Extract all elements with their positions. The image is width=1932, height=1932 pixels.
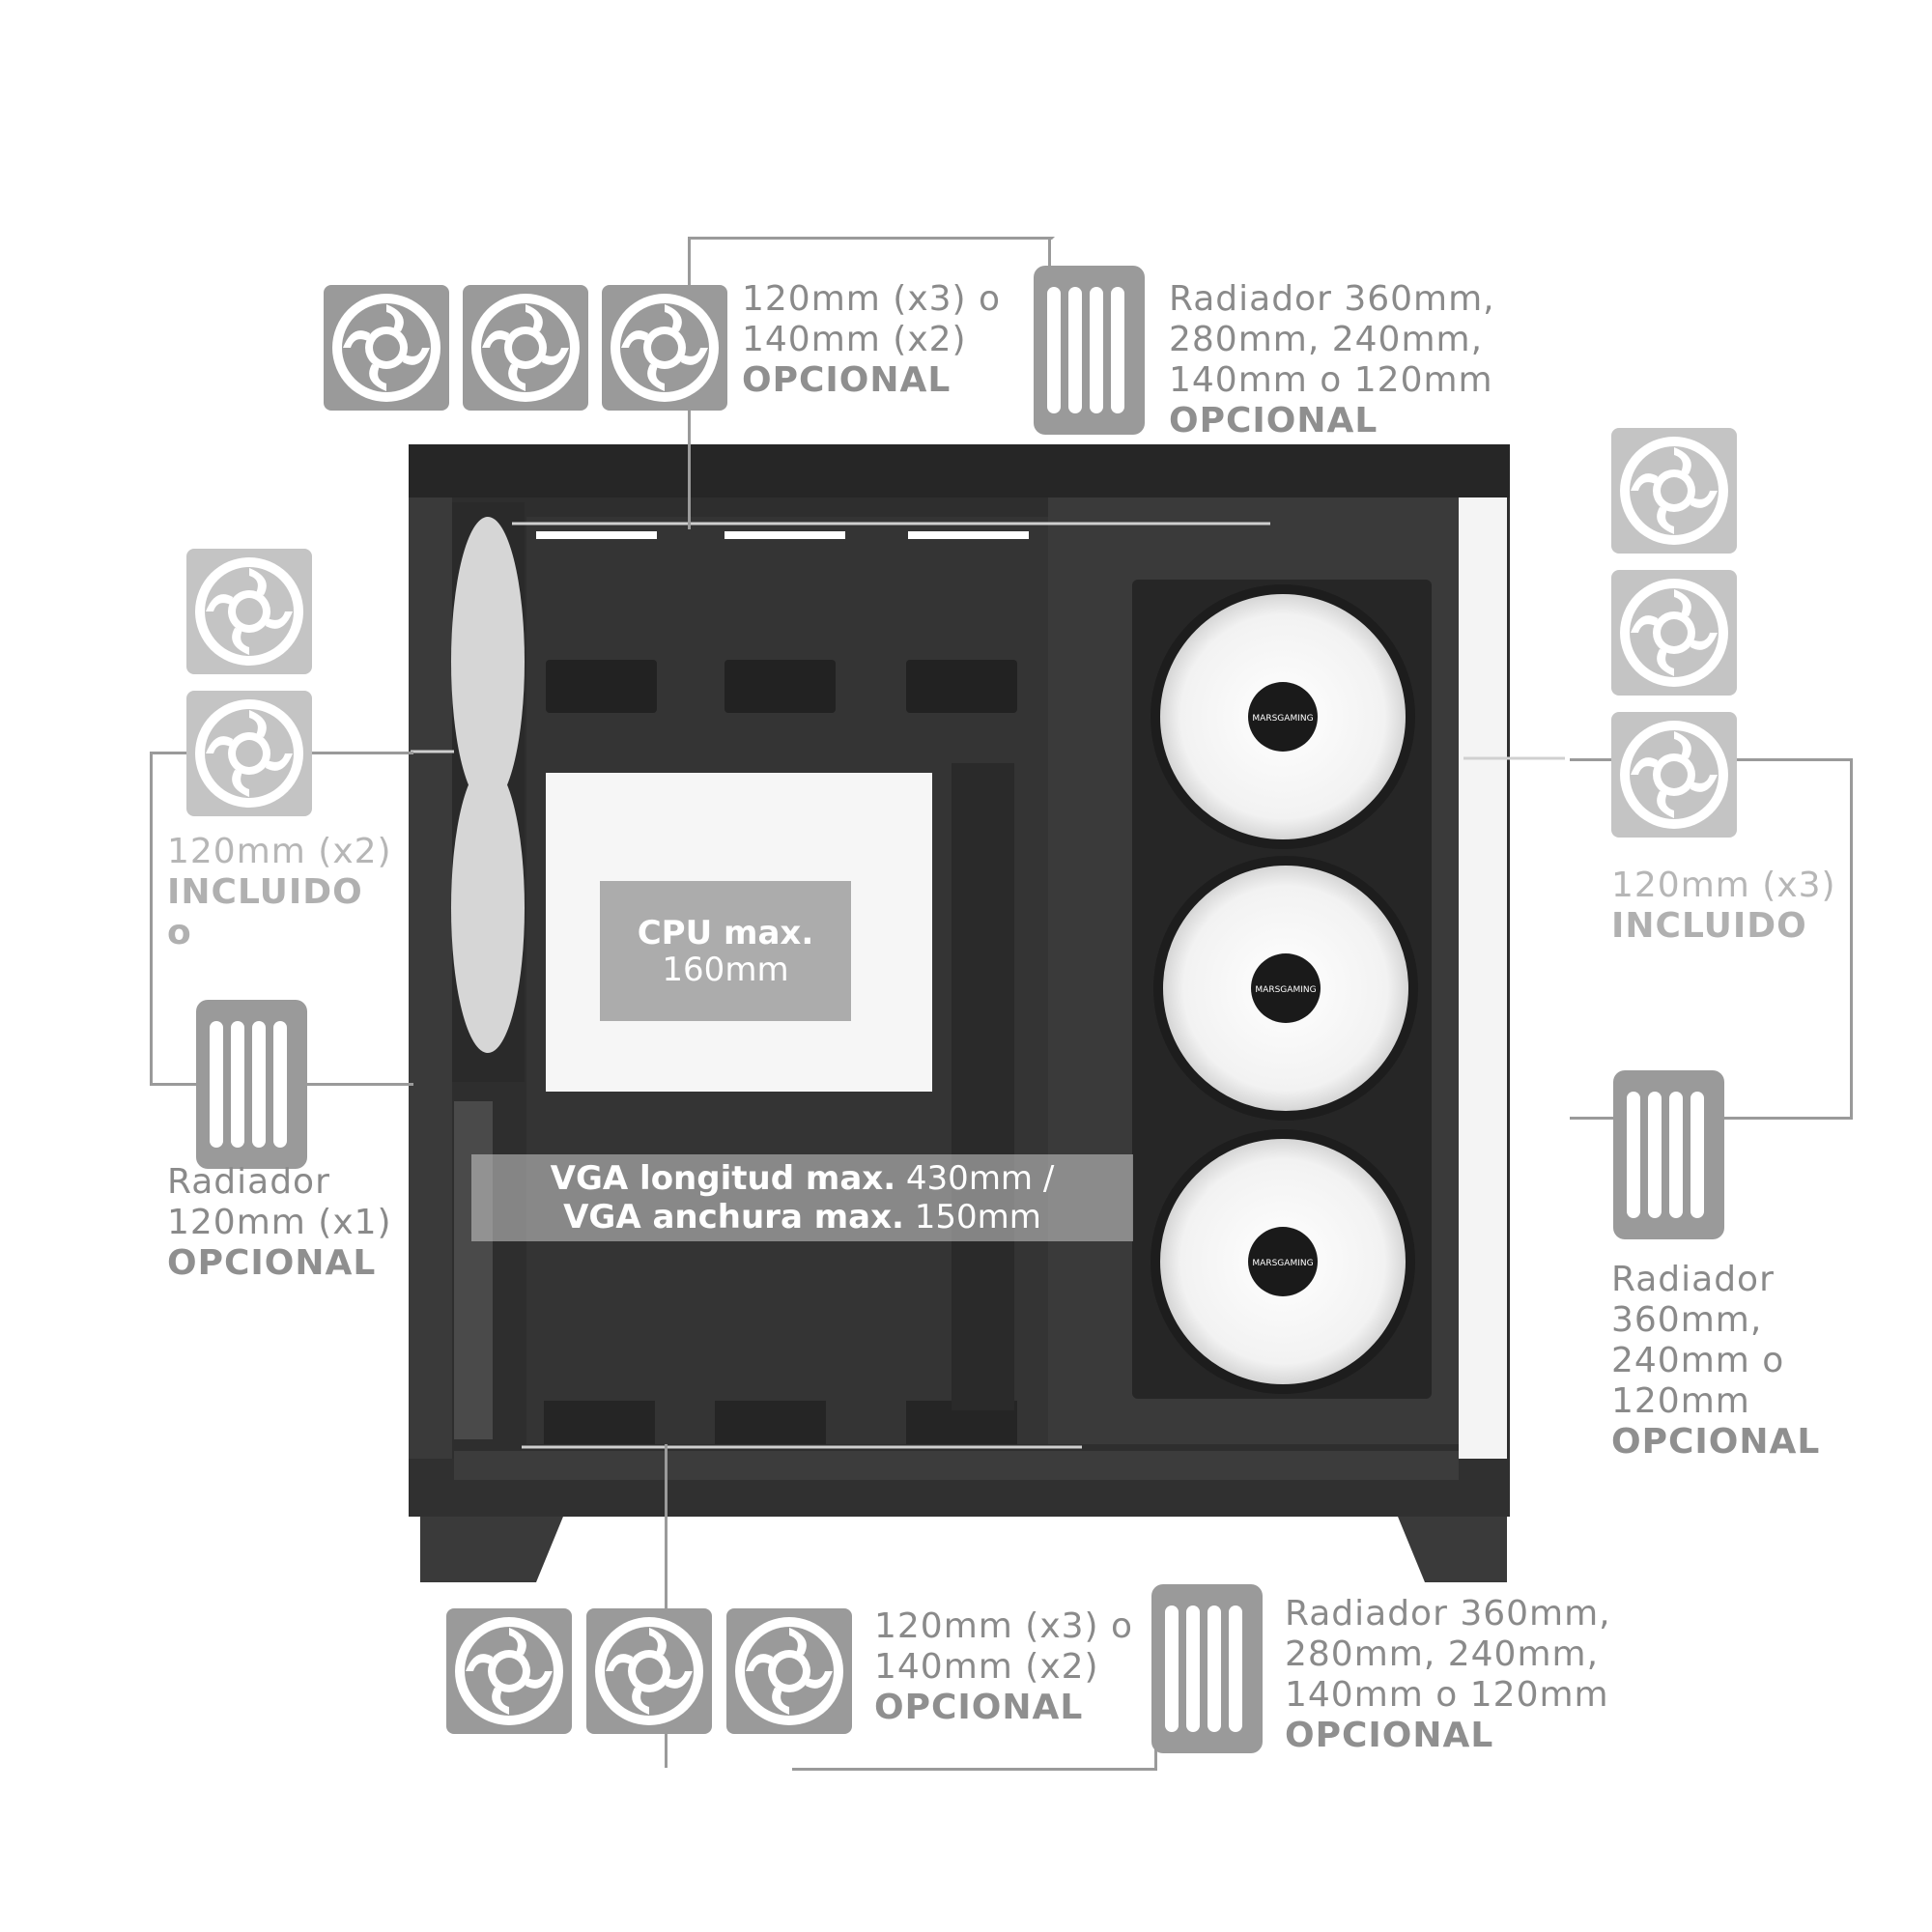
front-rad-line4: 120mm [1611, 1381, 1750, 1421]
fan-icon [324, 285, 449, 411]
radiator-icon [1613, 1070, 1724, 1239]
top-fan-status: OPCIONAL [742, 360, 952, 400]
fan-icon [726, 1608, 852, 1734]
vga-width-bold: VGA anchura max. [563, 1198, 904, 1236]
fan-icon [586, 1608, 712, 1734]
rear-fan-status: INCLUIDO [167, 872, 363, 912]
top-light-1 [536, 531, 657, 539]
rear-fan-conj: o [167, 913, 192, 952]
rear-fan-blade-2 [451, 763, 525, 1053]
case-foot-left [420, 1512, 565, 1582]
rear-fan-line1: 120mm (x2) [167, 832, 392, 871]
fan-icon [463, 285, 588, 411]
bottom-slot-1 [544, 1401, 655, 1444]
rear-fan-label: 120mm (x2) INCLUIDO o [167, 832, 392, 953]
fan-icon [186, 549, 312, 674]
top-fan-label: 120mm (x3) o 140mm (x2) OPCIONAL [742, 279, 1001, 401]
bottom-rad-line3: 140mm o 120mm [1285, 1675, 1609, 1715]
front-fan-1: MARSGAMING [1151, 584, 1415, 849]
front-fan-3: MARSGAMING [1151, 1129, 1415, 1394]
fan-icon [186, 691, 312, 816]
top-rad-line1: Radiador 360mm, [1169, 279, 1495, 319]
top-slot-3 [906, 660, 1017, 713]
radiator-icon [1034, 266, 1145, 435]
bottom-fan-line1: 120mm (x3) o [874, 1606, 1134, 1646]
fan-brand-3: MARSGAMING [1252, 1259, 1313, 1268]
bottom-rad-line1: Radiador 360mm, [1285, 1594, 1611, 1634]
top-rad-line3: 140mm o 120mm [1169, 360, 1493, 400]
bottom-rad-status: OPCIONAL [1285, 1716, 1494, 1755]
vga-length-value: 430mm / [895, 1159, 1055, 1198]
fan-icon [1611, 570, 1737, 696]
bottom-fan-label: 120mm (x3) o 140mm (x2) OPCIONAL [874, 1606, 1133, 1728]
bottom-fan-status: OPCIONAL [874, 1688, 1084, 1727]
cpu-spec-box: CPU max. 160mm [600, 881, 851, 1021]
bottom-grille [454, 1451, 1459, 1480]
vga-width-value: 150mm [903, 1198, 1041, 1236]
bottom-radiator-label: Radiador 360mm, 280mm, 240mm, 140mm o 12… [1285, 1594, 1611, 1756]
cpu-spec-bold: CPU max. [637, 913, 814, 952]
radiator-icon [196, 1000, 307, 1169]
front-fan-status: INCLUIDO [1611, 906, 1807, 946]
bottom-fan-line2: 140mm (x2) [874, 1647, 1099, 1687]
vga-spec-line2: VGA anchura max. 150mm [563, 1198, 1041, 1236]
rear-rad-line2: 120mm (x1) [167, 1203, 392, 1242]
fan-icon [602, 285, 727, 411]
case-top-edge [409, 444, 1510, 497]
rear-rad-status: OPCIONAL [167, 1243, 377, 1283]
top-rad-line2: 280mm, 240mm, [1169, 320, 1484, 359]
bottom-slot-2 [715, 1401, 826, 1444]
glass-edge-right [1459, 497, 1507, 1459]
front-rad-line2: 360mm, [1611, 1300, 1763, 1340]
top-fan-line2: 140mm (x2) [742, 320, 967, 359]
vga-spec-box: VGA longitud max. 430mm / VGA anchura ma… [471, 1154, 1133, 1241]
fan-icon [1611, 428, 1737, 554]
rear-radiator-label: Radiador 120mm (x1) OPCIONAL [167, 1162, 392, 1284]
front-rad-status: OPCIONAL [1611, 1422, 1821, 1462]
front-fan-label: 120mm (x3) INCLUIDO [1611, 866, 1836, 947]
connector-bottom-h [792, 1768, 1157, 1771]
top-fan-line1: 120mm (x3) o [742, 279, 1002, 319]
fan-brand-2: MARSGAMING [1255, 985, 1316, 995]
fan-icon [1611, 712, 1737, 838]
front-radiator-label: Radiador 360mm, 240mm o 120mm OPCIONAL [1611, 1260, 1820, 1463]
top-radiator-label: Radiador 360mm, 280mm, 240mm, 140mm o 12… [1169, 279, 1495, 441]
cpu-spec-value: 160mm [662, 950, 789, 989]
top-slot-2 [724, 660, 836, 713]
vga-spec-line1: VGA longitud max. 430mm / [551, 1159, 1055, 1198]
top-rad-status: OPCIONAL [1169, 401, 1378, 440]
front-fan-2: MARSGAMING [1153, 856, 1418, 1121]
fan-brand-1: MARSGAMING [1252, 714, 1313, 724]
connector-top-right-drop [1048, 237, 1051, 266]
bottom-rad-line2: 280mm, 240mm, [1285, 1634, 1600, 1674]
rear-panel [409, 497, 452, 1459]
fan-icon [446, 1608, 572, 1734]
top-light-2 [724, 531, 845, 539]
front-fan-line1: 120mm (x3) [1611, 866, 1836, 905]
expansion-slots [454, 1101, 493, 1439]
front-rad-line1: Radiador [1611, 1260, 1775, 1299]
rear-fan-blade-1 [451, 517, 525, 807]
case-foot-right [1396, 1512, 1507, 1582]
cable-area [952, 763, 1014, 1410]
top-slot-1 [546, 660, 657, 713]
front-rad-line3: 240mm o [1611, 1341, 1785, 1380]
radiator-icon [1151, 1584, 1263, 1753]
top-light-3 [908, 531, 1029, 539]
rear-rad-line1: Radiador [167, 1162, 330, 1202]
vga-length-bold: VGA longitud max. [550, 1159, 896, 1198]
connector-bottom [665, 1444, 1160, 1768]
